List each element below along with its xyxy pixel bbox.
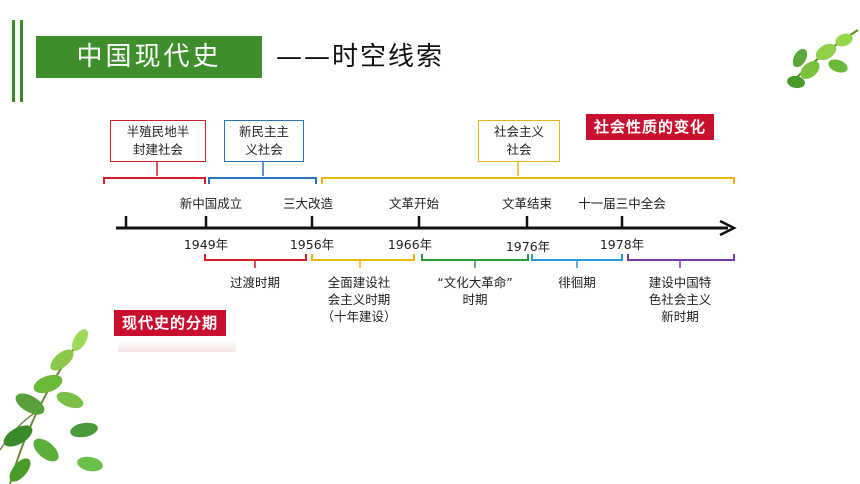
year-label: 1976年 [505, 239, 551, 254]
event-label: 十一届三中全会 [578, 196, 666, 211]
period-label: 徘徊期 [558, 275, 596, 290]
period-bracket [627, 254, 735, 261]
event-label: 新中国成立 [179, 196, 243, 211]
year-label: 1966年 [387, 237, 433, 252]
left-decor-bar [20, 20, 23, 102]
period-bracket [531, 254, 623, 261]
nature-change-label: 社会性质的变化 [586, 114, 715, 140]
leaf-decoration-icon [787, 29, 859, 89]
period-label: 全面建设社 会主义时期 （十年建设） [321, 275, 397, 324]
nature-bracket [103, 177, 206, 184]
year-label: 1949年 [183, 237, 229, 252]
period-bracket [311, 254, 415, 261]
page-subtitle: ——时空线索 [276, 42, 445, 72]
page-title: 中国现代史 [36, 36, 262, 78]
period-bracket [204, 254, 307, 261]
event-label: 文革结束 [501, 196, 553, 211]
nature-bracket [321, 177, 735, 184]
nature-box-semicolonial: 半殖民地半 封建社会 [110, 120, 206, 162]
nature-box-socialist: 社会主义 社会 [478, 120, 560, 162]
period-bracket [421, 254, 529, 261]
year-label: 1956年 [289, 237, 335, 252]
timeline-arrow-icon [719, 219, 737, 237]
event-label: 三大改造 [282, 196, 334, 211]
plant-decoration-icon [0, 329, 103, 484]
year-label: 1978年 [599, 237, 645, 252]
nature-bracket [208, 177, 317, 184]
nature-box-new-democratic: 新民主主 义社会 [224, 120, 304, 162]
period-label: 建设中国特 色社会主义 新时期 [648, 275, 712, 324]
left-decor-bar [12, 20, 15, 102]
period-label: 过渡时期 [229, 275, 281, 290]
periodization-label: 现代史的分期 [114, 310, 227, 336]
event-label: 文革开始 [388, 196, 440, 211]
period-label: “文化大革命” 时期 [437, 275, 513, 307]
